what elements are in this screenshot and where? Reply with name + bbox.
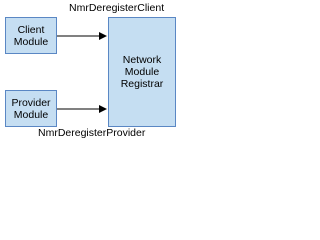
arrows [57, 32, 107, 113]
client-module-label: Client Module [13, 23, 49, 48]
provider-module-label: Provider Module [11, 96, 51, 121]
network-module-registrar-box: Network Module Registrar [108, 17, 176, 127]
nmr-deregister-provider-label: NmrDeregisterProvider [38, 127, 146, 139]
nmr-deregister-client-label: NmrDeregisterClient [69, 2, 165, 14]
provider-module-box: Provider Module [5, 90, 57, 127]
client-module-box: Client Module [5, 17, 57, 54]
network-module-registrar-label: Network Module Registrar [120, 54, 164, 90]
